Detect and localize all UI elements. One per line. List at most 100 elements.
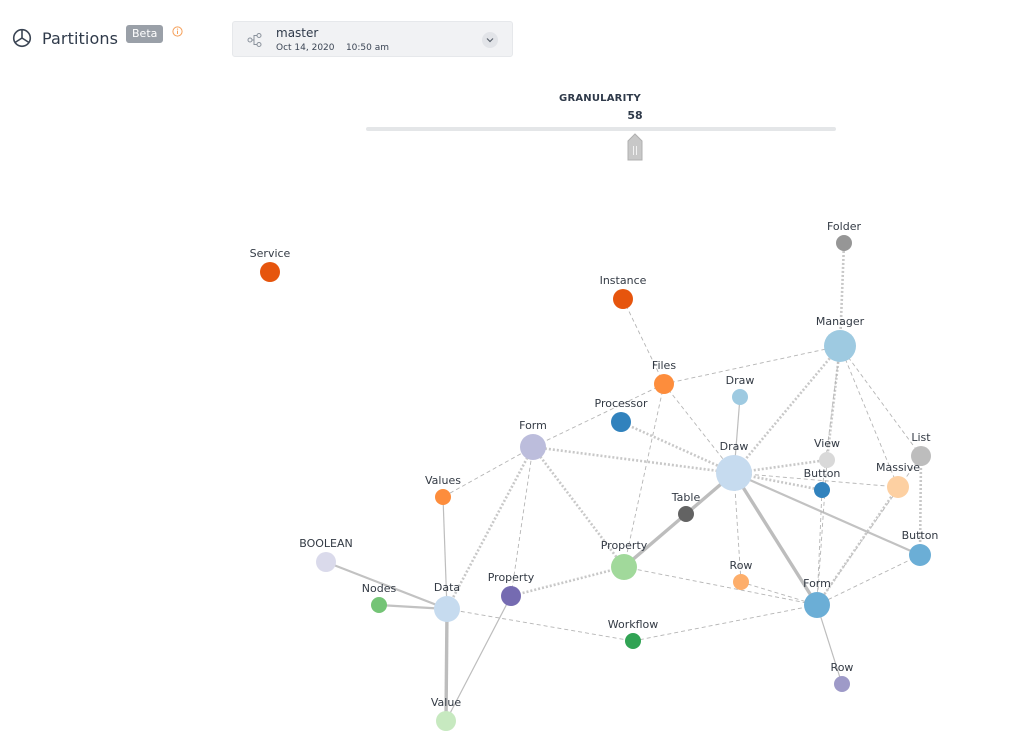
edge-form-right-row-bottom [816,604,843,685]
edge-data-workflow [446,608,634,642]
node-circle[interactable] [316,552,336,572]
node-form-right[interactable]: Form [803,577,831,618]
edge-instance-files [622,298,665,385]
node-nodes[interactable]: Nodes [362,582,397,613]
node-label: Instance [600,274,647,287]
node-circle[interactable] [732,389,748,405]
node-label: Data [434,581,460,594]
node-circle[interactable] [911,446,931,466]
node-circle[interactable] [501,586,521,606]
node-workflow[interactable]: Workflow [608,618,659,649]
node-circle[interactable] [435,489,451,505]
edge-draw-hub-row-mid [733,472,742,583]
node-label: Service [250,247,291,260]
granularity-slider-handle[interactable] [627,133,643,161]
node-property-left[interactable]: Property [488,571,535,606]
edge-manager-draw-hub [733,345,841,474]
node-label: Massive [876,461,920,474]
node-massive[interactable]: Massive [876,461,920,498]
node-circle[interactable] [611,554,637,580]
node-button-mid[interactable]: Button [804,467,841,498]
edge-manager-list [839,345,922,457]
node-circle[interactable] [814,482,830,498]
node-row-bottom[interactable]: Row [831,661,854,692]
node-draw-hub[interactable]: Draw [716,440,752,491]
node-boolean[interactable]: BOOLEAN [299,537,353,572]
node-label: Value [431,696,461,709]
beta-badge: Beta [126,25,164,43]
node-label: Folder [827,220,861,233]
node-circle[interactable] [260,262,280,282]
node-label: Button [804,467,841,480]
node-view[interactable]: View [814,437,840,468]
node-circle[interactable] [834,676,850,692]
node-circle[interactable] [434,596,460,622]
edge-property-left-value [445,595,512,722]
edge-table-property-mid [622,512,688,569]
node-circle[interactable] [819,452,835,468]
node-button-right[interactable]: Button [902,529,939,566]
edge-boolean-data [325,560,448,611]
node-circle[interactable] [824,330,856,362]
node-service[interactable]: Service [250,247,291,282]
node-circle[interactable] [804,592,830,618]
node-circle[interactable] [520,434,546,460]
edge-files-form-top [532,383,665,448]
node-label: Draw [720,440,749,453]
node-label: Manager [816,315,865,328]
node-table[interactable]: Table [671,491,701,522]
edge-form-top-values [442,446,534,498]
node-manager[interactable]: Manager [816,315,865,362]
page-header: Partitions [12,28,118,48]
node-processor[interactable]: Processor [595,397,648,432]
node-circle[interactable] [625,633,641,649]
branch-selector[interactable]: master Oct 14, 2020 10:50 am [232,21,513,57]
node-label: Form [803,577,831,590]
node-circle[interactable] [909,544,931,566]
node-circle[interactable] [887,476,909,498]
node-draw-top[interactable]: Draw [726,374,755,405]
node-row-mid[interactable]: Row [730,559,753,590]
node-circle[interactable] [836,235,852,251]
node-circle[interactable] [371,597,387,613]
graph-edges [325,242,923,722]
node-circle[interactable] [613,289,633,309]
edge-form-top-draw-hub [532,445,735,475]
node-label: Values [425,474,461,487]
node-files[interactable]: Files [652,359,676,394]
granularity-slider-track[interactable] [366,127,836,131]
edge-property-left-property-mid [510,565,625,598]
node-property-mid[interactable]: Property [601,539,648,580]
edge-manager-massive [839,345,899,488]
node-circle[interactable] [654,374,674,394]
node-label: Files [652,359,676,372]
node-list[interactable]: List [911,431,931,466]
node-values[interactable]: Values [425,474,461,505]
node-label: Processor [595,397,648,410]
node-instance[interactable]: Instance [600,274,647,309]
branch-date: Oct 14, 2020 10:50 am [276,43,390,53]
edge-property-mid-form-right [623,566,818,606]
node-label: Workflow [608,618,659,631]
branch-icon [247,33,262,47]
node-circle[interactable] [678,506,694,522]
node-label: Table [671,491,701,504]
node-circle[interactable] [436,711,456,731]
node-circle[interactable] [611,412,631,432]
node-form-top[interactable]: Form [519,419,547,460]
edge-data-value [444,608,449,722]
node-value[interactable]: Value [431,696,461,731]
node-folder[interactable]: Folder [827,220,861,251]
node-circle[interactable] [733,574,749,590]
node-label: Draw [726,374,755,387]
node-label: Row [730,559,753,572]
edge-draw-hub-button-mid [733,471,823,492]
node-label: Property [488,571,535,584]
chevron-down-icon[interactable] [482,32,498,48]
node-label: List [911,431,931,444]
node-circle[interactable] [716,455,752,491]
info-icon[interactable] [172,26,183,37]
node-data[interactable]: Data [434,581,460,622]
